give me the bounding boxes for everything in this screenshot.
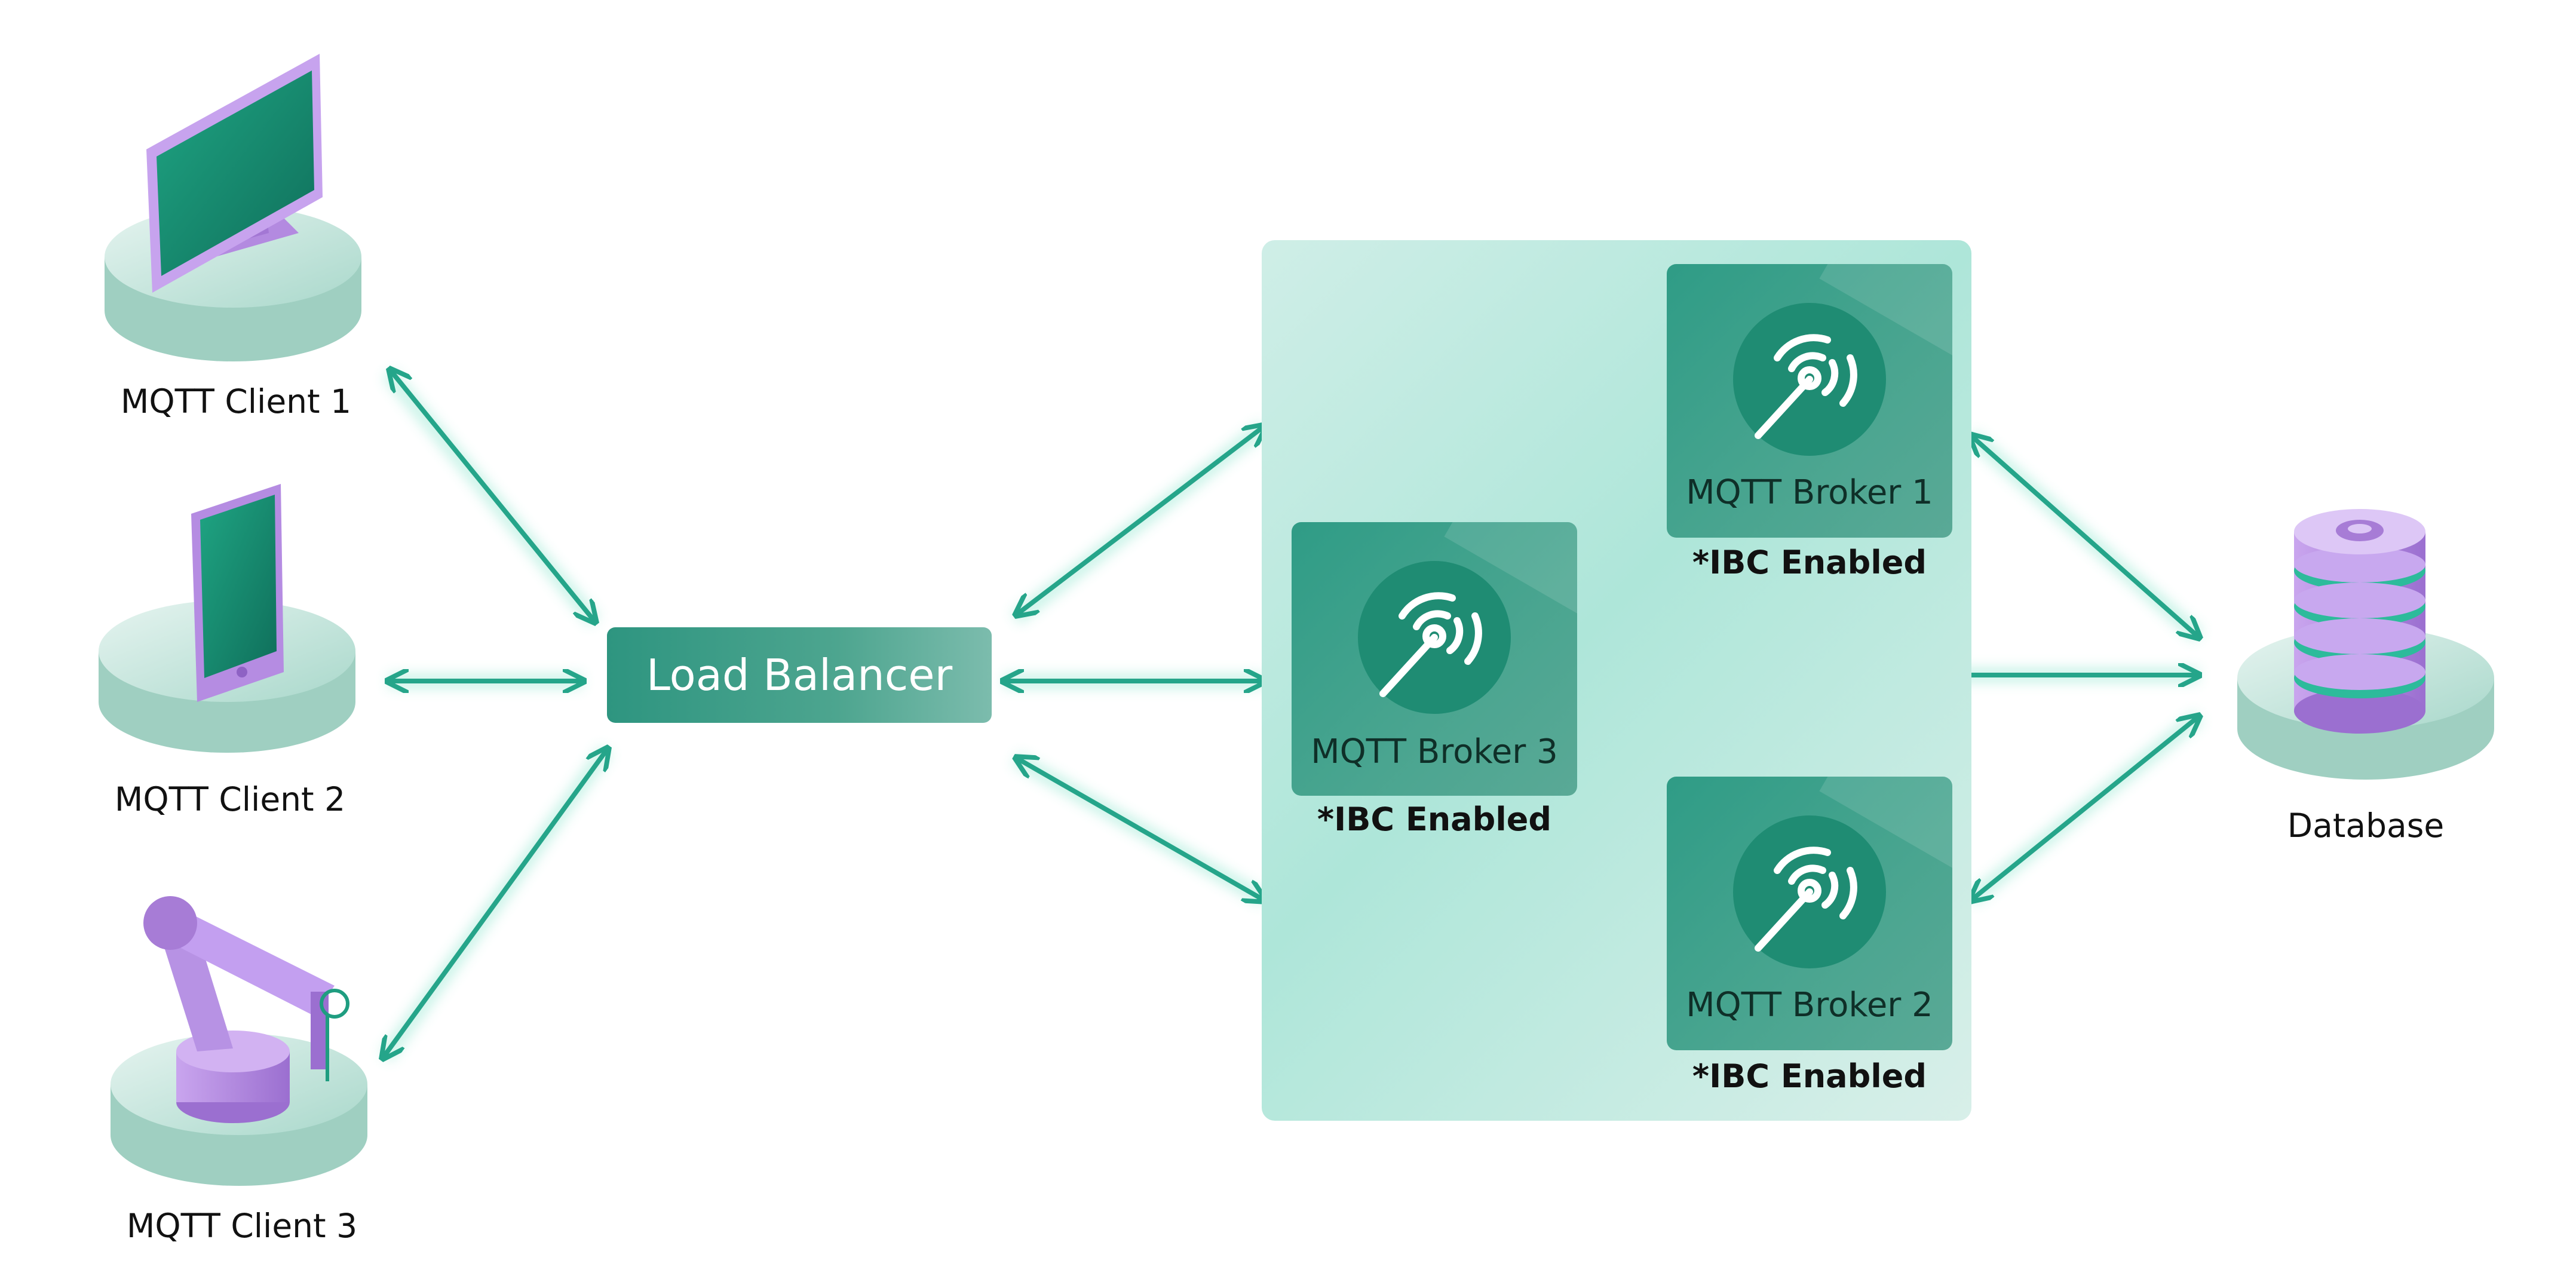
database-icon xyxy=(2237,509,2494,780)
client-3-label: MQTT Client 3 xyxy=(126,1207,358,1245)
arrow-lb-cluster-bottom xyxy=(1016,758,1265,901)
antenna-signal-icon xyxy=(1733,303,1886,456)
broker-2-label: MQTT Broker 2 xyxy=(1686,986,1933,1025)
monitor-icon xyxy=(105,54,361,361)
load-balancer-label: Load Balancer xyxy=(646,650,953,700)
broker-2-card: MQTT Broker 2 xyxy=(1667,777,1952,1050)
robot-arm-icon xyxy=(111,896,367,1186)
antenna-signal-icon xyxy=(1358,561,1511,714)
broker-3-label: MQTT Broker 3 xyxy=(1311,732,1558,771)
arrow-broker2-db xyxy=(1970,716,2200,901)
broker-3-ibc-note: *IBC Enabled xyxy=(1317,801,1552,838)
client-2-label: MQTT Client 2 xyxy=(114,780,346,818)
arrow-client3-lb xyxy=(382,748,608,1059)
tablet-icon xyxy=(99,484,355,753)
antenna-signal-icon xyxy=(1733,815,1886,968)
broker-1-card: MQTT Broker 1 xyxy=(1667,264,1952,538)
arrow-lb-cluster-top xyxy=(1016,425,1265,615)
client-1-label: MQTT Client 1 xyxy=(120,382,352,421)
database-label: Database xyxy=(2287,806,2445,845)
broker-1-label: MQTT Broker 1 xyxy=(1686,473,1933,512)
broker-1-ibc-note: *IBC Enabled xyxy=(1692,544,1927,581)
arrow-broker1-db xyxy=(1970,435,2200,638)
broker-3-card: MQTT Broker 3 xyxy=(1292,522,1577,796)
arrow-client1-lb xyxy=(390,369,596,622)
broker-2-ibc-note: *IBC Enabled xyxy=(1692,1057,1927,1095)
load-balancer: Load Balancer xyxy=(607,627,992,723)
